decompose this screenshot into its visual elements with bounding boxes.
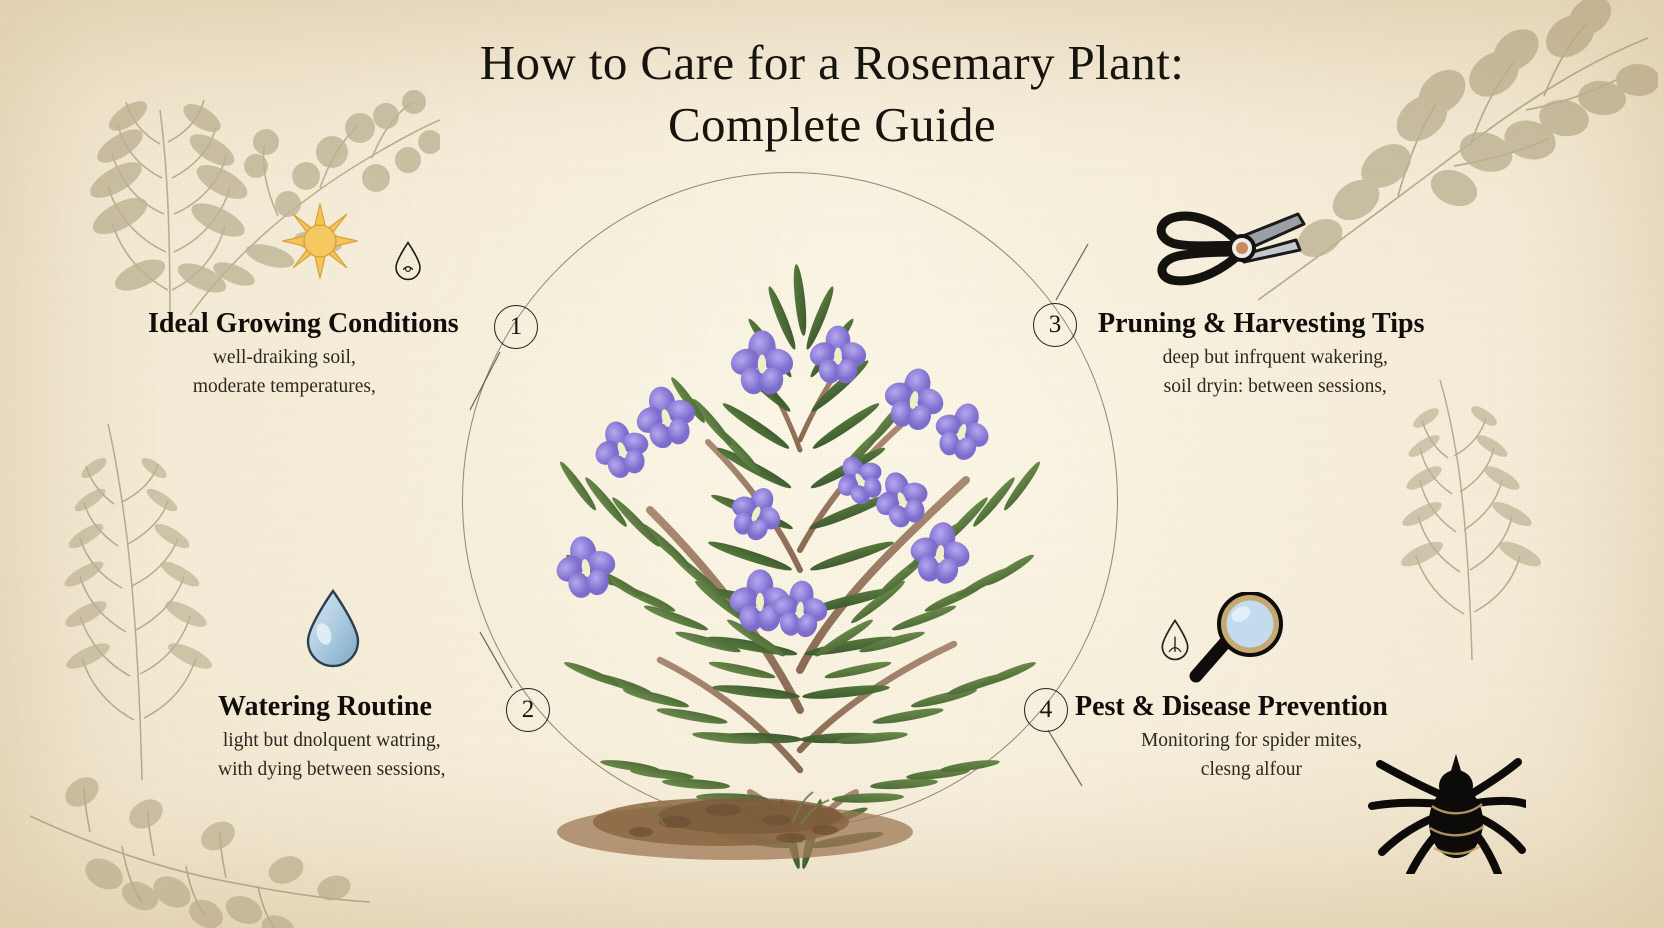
step-number-2: 2 bbox=[521, 696, 535, 723]
soil-mound bbox=[557, 791, 913, 860]
step-marker-1[interactable]: 1 bbox=[494, 305, 538, 349]
rosemary-flowers bbox=[556, 325, 989, 638]
section-heading-1: Ideal Growing Conditions bbox=[148, 308, 459, 339]
page-title: How to Care for a Rosemary Plant: Comple… bbox=[0, 32, 1664, 156]
rosemary-plant-illustration bbox=[556, 264, 1040, 869]
section-line-4b: clesng alfour bbox=[1200, 759, 1303, 780]
section-line-2a: light but dnolquent watring, bbox=[222, 730, 441, 751]
section-heading-4: Pest & Disease Prevention bbox=[1075, 691, 1388, 722]
water-drop-large-icon bbox=[306, 588, 360, 668]
botanical-decor-bottom-left bbox=[30, 777, 370, 928]
step-marker-4[interactable]: 4 bbox=[1024, 688, 1068, 732]
step-marker-2[interactable]: 2 bbox=[506, 688, 550, 732]
title-line-2: Complete Guide bbox=[667, 97, 997, 152]
water-drop-icon bbox=[395, 241, 421, 281]
step-number-3: 3 bbox=[1048, 311, 1062, 338]
section-block-1: Ideal Growing Conditions well-draiking s… bbox=[148, 307, 459, 399]
section-line-4a: Monitoring for spider mites, bbox=[1140, 730, 1362, 751]
section-line-3a: deep but infrquent wakering, bbox=[1162, 347, 1388, 368]
section-block-3: Pruning & Harvesting Tips deep but infrq… bbox=[1098, 307, 1424, 399]
section-line-1b: moderate temperatures, bbox=[192, 376, 376, 397]
water-drop-small-icon bbox=[1161, 619, 1189, 661]
title-line-1: How to Care for a Rosemary Plant: bbox=[479, 35, 1185, 90]
section-block-4: Pest & Disease Prevention Monitoring for… bbox=[1075, 690, 1388, 782]
step-marker-3[interactable]: 3 bbox=[1033, 303, 1077, 347]
section-block-2: Watering Routine light but dnolquent wat… bbox=[218, 690, 455, 782]
section-line-1a: well-draiking soil, bbox=[212, 347, 356, 368]
step-number-4: 4 bbox=[1039, 696, 1053, 723]
botanical-decor-mid-right bbox=[1401, 379, 1541, 660]
step-number-1: 1 bbox=[509, 313, 523, 340]
section-heading-2: Watering Routine bbox=[218, 691, 432, 722]
section-heading-3: Pruning & Harvesting Tips bbox=[1098, 308, 1425, 339]
sun-icon bbox=[282, 203, 358, 279]
pruning-shears-icon bbox=[1156, 211, 1306, 286]
section-line-2b: with dying between sessions, bbox=[218, 759, 446, 780]
spider-icon bbox=[1368, 754, 1526, 874]
magnifying-glass-icon bbox=[1189, 592, 1283, 683]
section-line-3b: soil dryin: between sessions, bbox=[1163, 376, 1387, 397]
